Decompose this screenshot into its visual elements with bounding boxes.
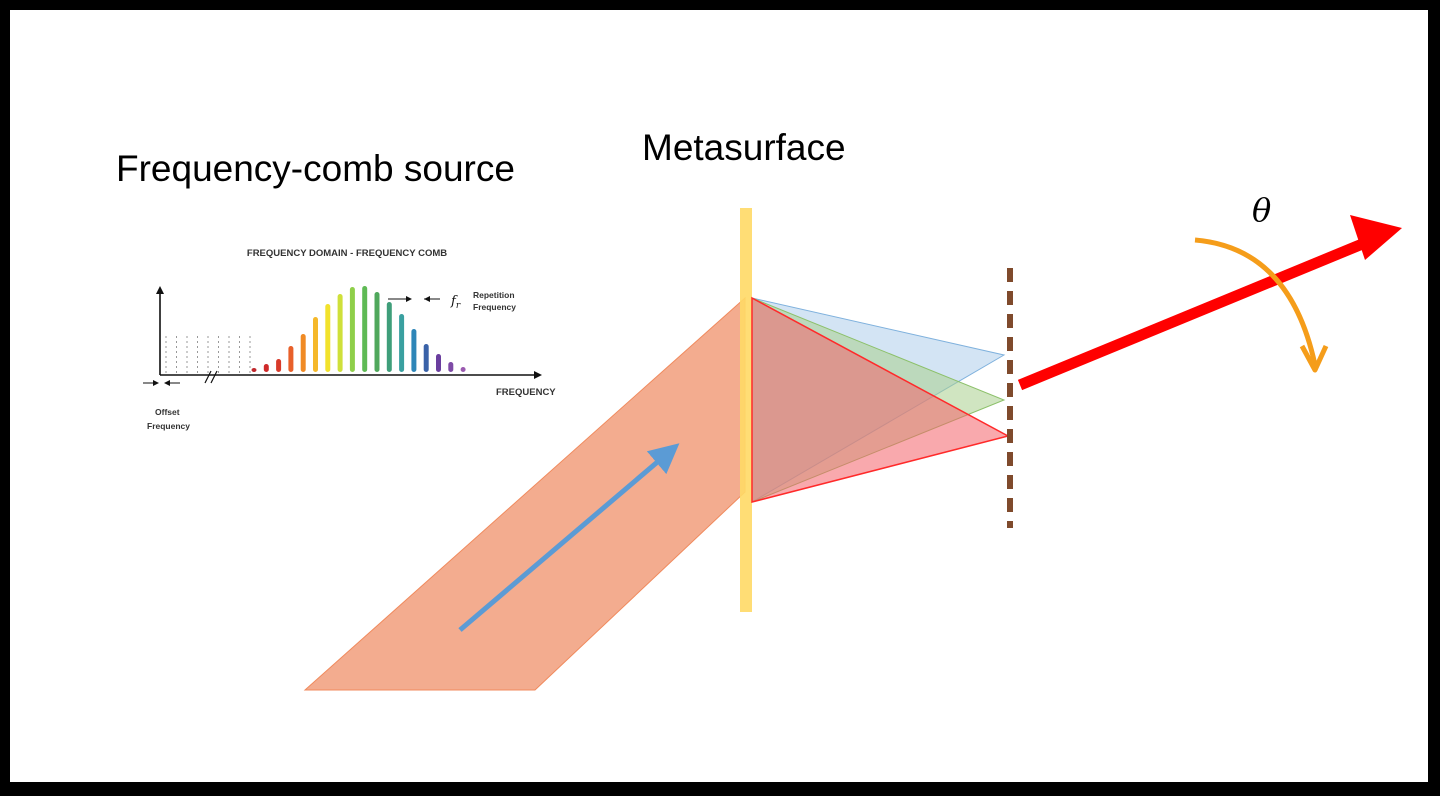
comb-tooth bbox=[460, 367, 466, 372]
source-title: Frequency-comb source bbox=[116, 148, 515, 189]
comb-tooth bbox=[411, 329, 417, 372]
comb-tooth bbox=[337, 294, 343, 372]
comb-tooth bbox=[399, 314, 405, 372]
repetition-label-2: Frequency bbox=[473, 302, 516, 312]
offset-arrowhead-left bbox=[153, 380, 159, 386]
inset-axis-break bbox=[204, 370, 218, 384]
output-beam-arrowhead bbox=[1350, 215, 1402, 260]
comb-tooth bbox=[288, 346, 294, 372]
metasurface-title: Metasurface bbox=[642, 127, 846, 168]
comb-tooth bbox=[325, 304, 331, 372]
fr-left-arrowhead bbox=[406, 296, 412, 302]
comb-tooth bbox=[436, 354, 441, 372]
comb-tooth bbox=[276, 359, 282, 372]
steering-angle-arrowhead bbox=[1299, 344, 1329, 373]
inset-dotted-guides bbox=[165, 336, 251, 373]
comb-tooth bbox=[362, 286, 368, 372]
inset-x-axis-label: FREQUENCY bbox=[496, 387, 556, 398]
propagation-arrow bbox=[458, 443, 680, 632]
inset-comb-teeth bbox=[251, 286, 466, 372]
red-focus-cone bbox=[751, 296, 1011, 503]
frequency-comb-inset: FREQUENCY DOMAIN - FREQUENCY COMB fr Rep… bbox=[143, 248, 556, 431]
comb-tooth bbox=[300, 334, 306, 372]
comb-tooth bbox=[313, 317, 318, 372]
incident-beam bbox=[303, 296, 746, 691]
comb-tooth bbox=[423, 344, 429, 372]
comb-tooth bbox=[374, 292, 380, 372]
comb-tooth bbox=[263, 364, 269, 372]
fr-right-arrowhead bbox=[424, 296, 430, 302]
theta-symbol: θ bbox=[1252, 191, 1271, 229]
offset-label-1: Offset bbox=[155, 407, 180, 417]
metasurface-plate bbox=[740, 208, 752, 612]
steering-angle-arc bbox=[1194, 237, 1318, 366]
offset-label-2: Frequency bbox=[147, 421, 190, 431]
comb-tooth bbox=[349, 287, 355, 372]
inset-title: FREQUENCY DOMAIN - FREQUENCY COMB bbox=[247, 248, 447, 259]
fr-symbol: fr bbox=[450, 294, 461, 311]
repetition-label-1: Repetition bbox=[473, 290, 515, 300]
comb-tooth bbox=[386, 302, 392, 372]
output-beam-shaft bbox=[1017, 234, 1375, 391]
offset-arrowhead-right bbox=[164, 380, 170, 386]
comb-tooth bbox=[448, 362, 454, 372]
comb-tooth bbox=[251, 368, 257, 372]
